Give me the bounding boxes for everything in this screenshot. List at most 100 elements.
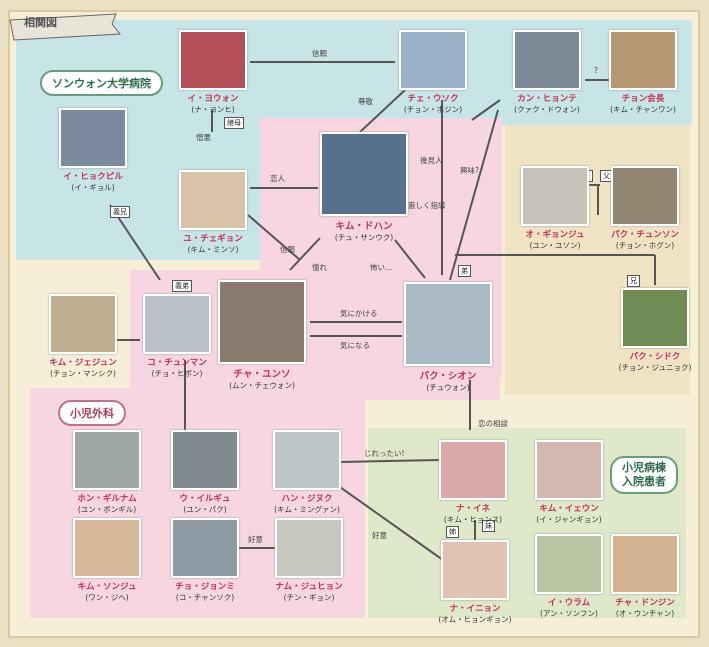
- person-name: チャ・ドンジン: [615, 598, 675, 608]
- tag-older-sister: 姉: [446, 526, 459, 538]
- person-card-kang-hyeonte: カン・ヒョンテ (クァク・ドウォン): [510, 30, 584, 115]
- actor-name: (ワン・ジヘ): [85, 593, 129, 602]
- actor-name: (チン・ギョン): [283, 593, 335, 602]
- portrait-photo: [439, 440, 507, 500]
- person-name: ナ・イニョン: [449, 604, 501, 614]
- person-name: ハン・ジヌク: [281, 494, 333, 504]
- person-name: ナム・ジュヒョン: [275, 582, 343, 592]
- person-name: パク・シドク: [629, 352, 681, 362]
- person-card-park-chunson: パク・チュンソン (チョン・ホグン): [608, 166, 682, 251]
- portrait-photo: [609, 30, 677, 90]
- portrait-photo: [320, 132, 408, 216]
- rel-trust2: 信頼: [280, 245, 295, 254]
- pediatrics-zone: [30, 388, 365, 618]
- actor-name: (ユン・パク): [183, 505, 227, 514]
- person-card-kim-dohan: キム・ドハン (チュ・サンウク): [314, 132, 414, 243]
- person-name: オ・ギョンジュ: [525, 230, 585, 240]
- rel-care: 気にかける: [340, 309, 378, 318]
- actor-name: (ムン・チェウォン): [229, 381, 295, 390]
- person-card-cho-jonmi: チョ・ジョンミ (コ・チャンソク): [168, 518, 242, 603]
- portrait-photo: [218, 280, 306, 364]
- portrait-photo: [171, 518, 239, 578]
- person-card-lee-yowon: イ・ヨウォン (ナ・ヨンヒ): [176, 30, 250, 115]
- portrait-photo: [171, 430, 239, 490]
- actor-name: (イ・ギョル): [71, 183, 115, 192]
- actor-name: (クァク・ドウォン): [514, 105, 580, 114]
- rel-trust-top: 信頼: [312, 49, 327, 58]
- rel-admire: 憧れ: [312, 263, 327, 272]
- actor-name: (キム・チャンワン): [610, 105, 676, 114]
- person-name: コ・チュンマン: [147, 358, 207, 368]
- actor-name: (チュウォン): [426, 383, 470, 392]
- rel-like-2: 好意: [248, 535, 263, 544]
- actor-name: (アン・ソンフン): [540, 609, 598, 618]
- actor-name: (キム・ミングァン): [274, 505, 340, 514]
- zone-label-hospital: ソンウォン大学病院: [40, 70, 163, 96]
- portrait-photo: [73, 430, 141, 490]
- actor-name: (チョン・マンシク): [50, 369, 116, 378]
- portrait-photo: [535, 440, 603, 500]
- tag-younger-sister: 妹: [482, 520, 495, 532]
- person-name: キム・ジェジュン: [49, 358, 117, 368]
- person-card-cha-donjin: チャ・ドンジン (オ・ウンチャン): [608, 534, 682, 619]
- person-name: ナ・イネ: [455, 504, 490, 514]
- person-name: イ・ヒョクピル: [63, 172, 123, 182]
- portrait-photo: [513, 30, 581, 90]
- tag-younger-brother-in-law: 義弟: [172, 280, 192, 292]
- actor-name: (キム・ヒョンス): [443, 515, 503, 524]
- person-card-kim-sonju: キム・ソンジュ (ワン・ジヘ): [70, 518, 144, 603]
- person-name: チャ・ユンソ: [233, 369, 291, 380]
- person-card-lee-uram: イ・ウラム (アン・ソンフン): [532, 534, 606, 619]
- portrait-photo: [621, 288, 689, 348]
- actor-name: (オ・ウンチャン): [615, 609, 675, 618]
- rel-lover: 恋人: [270, 174, 285, 183]
- actor-name: (キム・ミンソ): [187, 245, 239, 254]
- portrait-photo: [179, 30, 247, 90]
- person-card-na-inyon: ナ・イニョン (オム・ヒョンギョン): [438, 540, 512, 625]
- person-card-nam-juhyon: ナム・ジュヒョン (チン・ギョン): [272, 518, 346, 603]
- tag-younger-brother: 弟: [458, 265, 471, 277]
- person-name: キム・ドハン: [335, 221, 393, 232]
- portrait-photo: [143, 294, 211, 354]
- actor-name: (イ・ジャンギョン): [536, 515, 602, 524]
- rel-respect: 尊敬: [358, 97, 373, 106]
- tag-brother-in-law: 義兄: [110, 206, 130, 218]
- actor-name: (チュ・サンウク): [334, 233, 394, 242]
- person-card-ko-chunman: コ・チュンマン (チョ・ヒボン): [140, 294, 214, 379]
- person-name: イ・ヨウォン: [187, 94, 239, 104]
- person-card-u-irugyu: ウ・イルギュ (ユン・パク): [168, 430, 242, 515]
- rel-scared: 怖い…: [370, 263, 393, 272]
- portrait-photo: [611, 534, 679, 594]
- portrait-photo: [179, 170, 247, 230]
- person-card-choi-woseok: チェ・ウソク (チョン・ホジン): [396, 30, 470, 115]
- person-card-han-jijuku: ハン・ジヌク (キム・ミングァン): [270, 430, 344, 515]
- person-card-na-ine: ナ・イネ (キム・ヒョンス): [436, 440, 510, 525]
- actor-name: (チョン・ホグン): [615, 241, 675, 250]
- person-name: チェ・ウソク: [407, 94, 459, 104]
- portrait-photo: [49, 294, 117, 354]
- actor-name: (チョ・ヒボン): [151, 369, 203, 378]
- person-card-park-shion: パク・シオン (チュウォン): [398, 282, 498, 393]
- actor-name: (ユン・ボンギル): [77, 505, 137, 514]
- tag-stepmother: 継母: [224, 117, 244, 129]
- person-card-hon-girunam: ホン・ギルナム (ユン・ボンギル): [70, 430, 144, 515]
- person-card-park-shidoku: パク・シドク (チョン・ジュニョク): [618, 288, 692, 373]
- person-name: チョン会長: [621, 94, 665, 104]
- page-title: 相関図: [24, 16, 57, 29]
- person-card-lee-hyokpil: イ・ヒョクピル (イ・ギョル): [56, 108, 130, 193]
- portrait-photo: [273, 430, 341, 490]
- person-card-yu-chegyon: ユ・チェギョン (キム・ミンソ): [176, 170, 250, 255]
- portrait-photo: [521, 166, 589, 226]
- rel-impatient: じれったい!: [364, 449, 405, 458]
- actor-name: (チョン・ジュニョク): [618, 363, 692, 372]
- portrait-photo: [59, 108, 127, 168]
- person-name: キム・イェウン: [539, 504, 599, 514]
- actor-name: (コ・チャンソク): [175, 593, 235, 602]
- person-name: ユ・チェギョン: [183, 234, 243, 244]
- person-name: カン・ヒョンテ: [517, 94, 577, 104]
- person-name: ホン・ギルナム: [77, 494, 137, 504]
- rel-like-1: 好意: [372, 531, 387, 540]
- rel-curious: 気になる: [340, 341, 370, 350]
- title-ribbon: [9, 13, 121, 41]
